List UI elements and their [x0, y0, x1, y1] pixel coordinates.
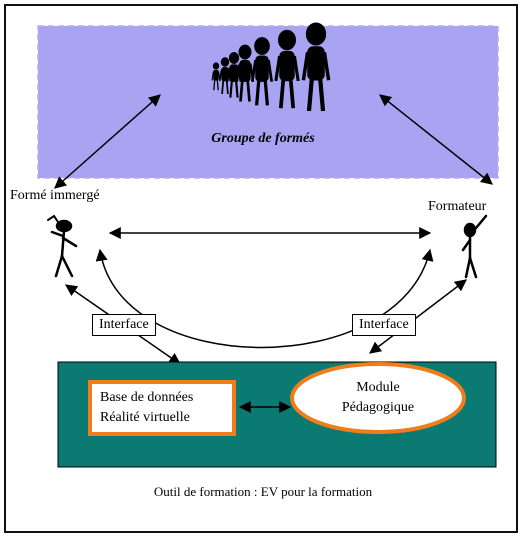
interface-label-left: Interface	[92, 314, 156, 336]
arrow-trainer-to-tool	[369, 279, 467, 354]
silhouette-5	[250, 37, 274, 106]
module-line-2: Pédagogique	[341, 400, 415, 415]
immerged-trainee-figure	[47, 214, 78, 278]
database-line-1: Base de données	[100, 390, 194, 405]
database-label: Base de données Réalité virtuelle	[100, 388, 193, 428]
silhouette-2	[219, 57, 231, 94]
silhouette-7	[301, 22, 331, 112]
pedagogical-module-ellipse	[290, 362, 466, 434]
immerged-trainee-label: Formé immergé	[10, 188, 100, 203]
silhouette-4	[235, 44, 255, 102]
silhouette-6	[274, 29, 300, 109]
figure-caption: Outil de formation : EV pour la formatio…	[153, 484, 373, 499]
arrow-group-to-trainer	[379, 94, 493, 185]
arrow-group-to-immerged	[54, 94, 161, 189]
trainer-figure	[461, 214, 488, 279]
module-label: Module Pédagogique	[313, 378, 443, 418]
database-line-2: Réalité virtuelle	[100, 410, 190, 425]
trainee-silhouettes	[211, 22, 331, 112]
interface-label-right: Interface	[352, 314, 416, 336]
module-line-1: Module	[356, 380, 400, 395]
trainer-label: Formateur	[428, 199, 487, 214]
group-label: Groupe de formés	[211, 131, 315, 146]
database-box	[88, 380, 236, 436]
